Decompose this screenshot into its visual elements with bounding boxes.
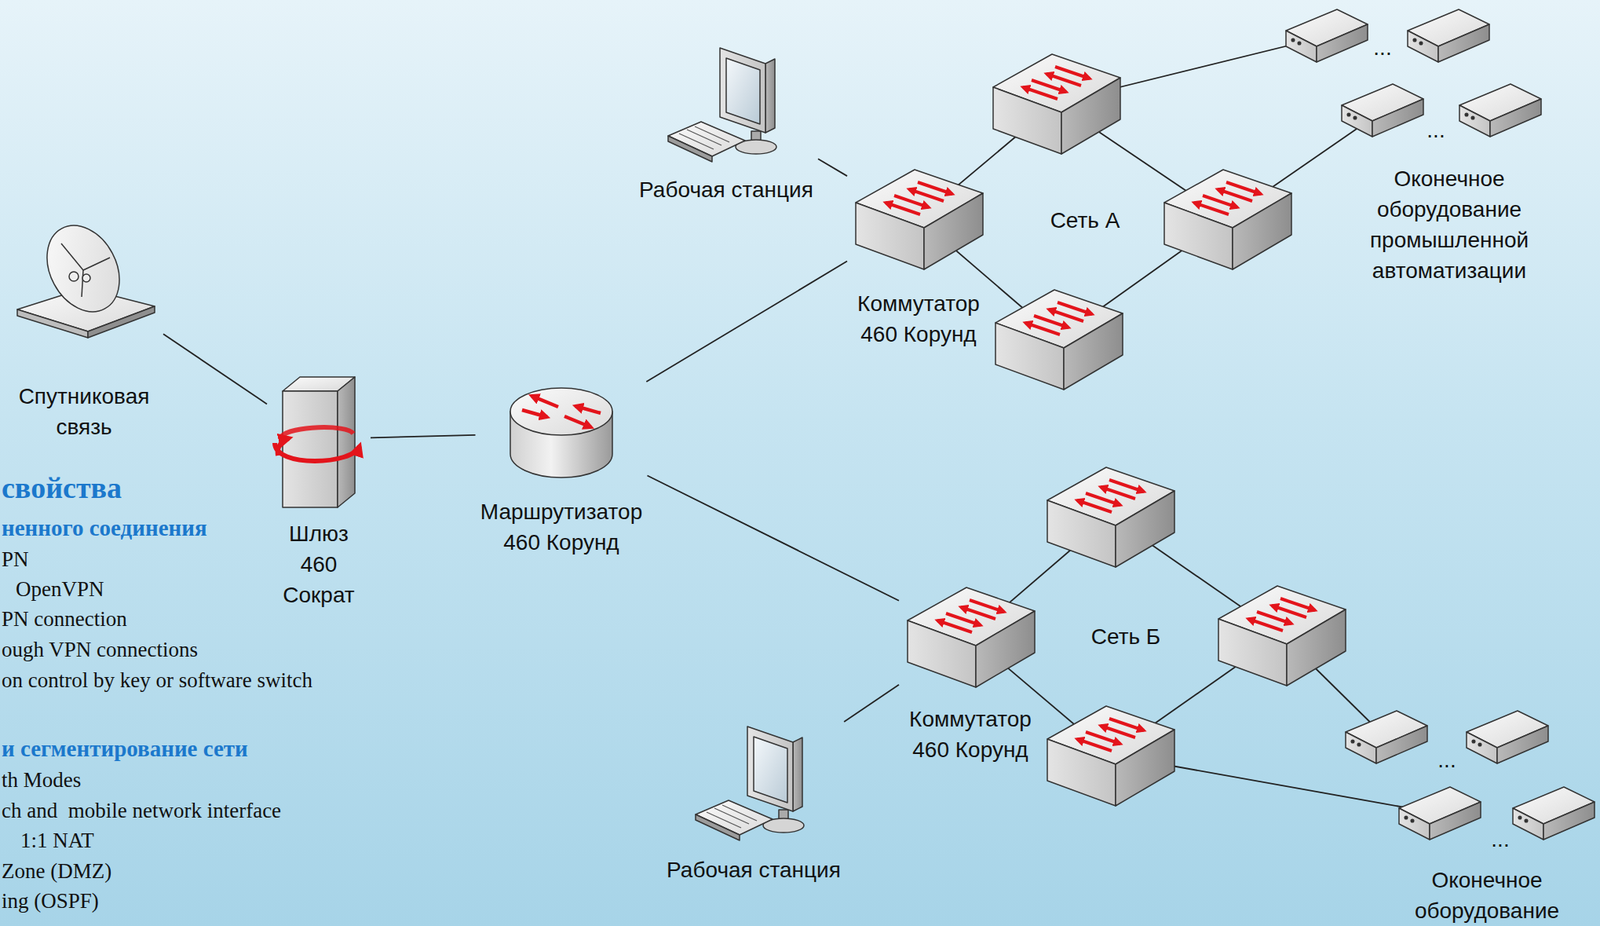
feature-item: ch and mobile network interface <box>1 795 282 826</box>
ellipsis: ... <box>1426 114 1445 146</box>
network-link <box>647 474 900 600</box>
device-icon <box>17 212 155 338</box>
end-device-icon <box>1512 786 1595 840</box>
feature-subheading: ненного соединения <box>1 512 208 543</box>
unlabeled-switches <box>993 54 1346 806</box>
feature-item: on control by key or software switch <box>1 664 313 695</box>
switch-icon <box>1047 467 1175 567</box>
network-link <box>163 333 267 404</box>
feature-item: PN <box>1 544 30 574</box>
device-label: Шлюз 460 Сократ <box>282 518 355 611</box>
network-link <box>646 261 848 382</box>
device-label: Коммутатор 460 Корунд <box>857 288 980 350</box>
end-device-icon <box>1459 84 1542 137</box>
device-icon <box>663 43 790 166</box>
device-icon <box>506 381 617 484</box>
network-link <box>818 158 848 176</box>
switch-icon <box>995 289 1123 390</box>
network-device: Спутниковая связь <box>4 221 164 443</box>
ellipsis: ... <box>1373 32 1392 63</box>
device-icon <box>903 580 1038 691</box>
device-icon <box>855 169 983 270</box>
switch-icon <box>1218 585 1346 686</box>
feature-item: th Modes <box>1 764 81 795</box>
ellipsis: ... <box>1490 823 1509 855</box>
end-device-icon <box>1407 9 1490 63</box>
network-device: Коммутатор 460 Корунд <box>898 580 1042 765</box>
feature-item: PN connection <box>1 603 128 634</box>
feature-heading: свойства <box>1 469 122 506</box>
device-label: Рабочая станция <box>666 854 841 885</box>
device-icon <box>695 726 804 841</box>
device-caption: Оконечное оборудование <box>1414 864 1560 926</box>
device-label: Рабочая станция <box>639 174 814 205</box>
device-label: Спутниковая связь <box>18 380 150 443</box>
network-label: Сеть Б <box>1091 621 1161 652</box>
end-device-icon <box>1399 786 1481 840</box>
device-icon <box>274 376 360 508</box>
device-icon <box>510 387 613 478</box>
network-device: Рабочая станция <box>634 43 819 205</box>
network-link <box>843 684 899 722</box>
device-icon <box>271 367 366 511</box>
network-link <box>370 434 476 438</box>
network-device: Маршрутизатор 460 Корунд <box>475 381 648 558</box>
end-device-icon <box>1341 84 1424 137</box>
feature-item: Zone (DMZ) <box>1 855 112 886</box>
feature-item: ough VPN connections <box>1 634 198 665</box>
feature-item: OpenVPN <box>15 573 105 604</box>
switch-icon <box>1047 705 1175 806</box>
network-device: Шлюз 460 Сократ <box>266 367 371 611</box>
device-label: Коммутатор 460 Корунд <box>909 703 1032 765</box>
network-device: Рабочая станция <box>661 721 846 885</box>
ellipsis: ... <box>1437 744 1456 775</box>
end-devices <box>1285 9 1595 840</box>
feature-subheading: и сегментирование сети <box>1 733 249 764</box>
device-caption: Оконечное оборудование промышленной авто… <box>1369 163 1529 286</box>
device-label: Маршрутизатор 460 Корунд <box>480 496 643 558</box>
switch-icon <box>1164 169 1292 270</box>
device-icon <box>907 587 1035 687</box>
device-icon <box>668 47 777 162</box>
device-icon <box>690 721 817 844</box>
feature-item: 1:1 NAT <box>20 825 95 855</box>
device-icon <box>851 163 986 274</box>
network-device: Коммутатор 460 Корунд <box>847 163 990 350</box>
switch-icon <box>993 54 1121 154</box>
device-icon <box>9 221 159 340</box>
end-device-icon <box>1345 710 1428 764</box>
network-wires <box>918 36 1440 814</box>
feature-item: ing (OSPF) <box>1 885 99 916</box>
network-label: Сеть А <box>1050 204 1121 236</box>
end-device-icon <box>1466 710 1549 764</box>
end-device-icon <box>1285 9 1368 63</box>
